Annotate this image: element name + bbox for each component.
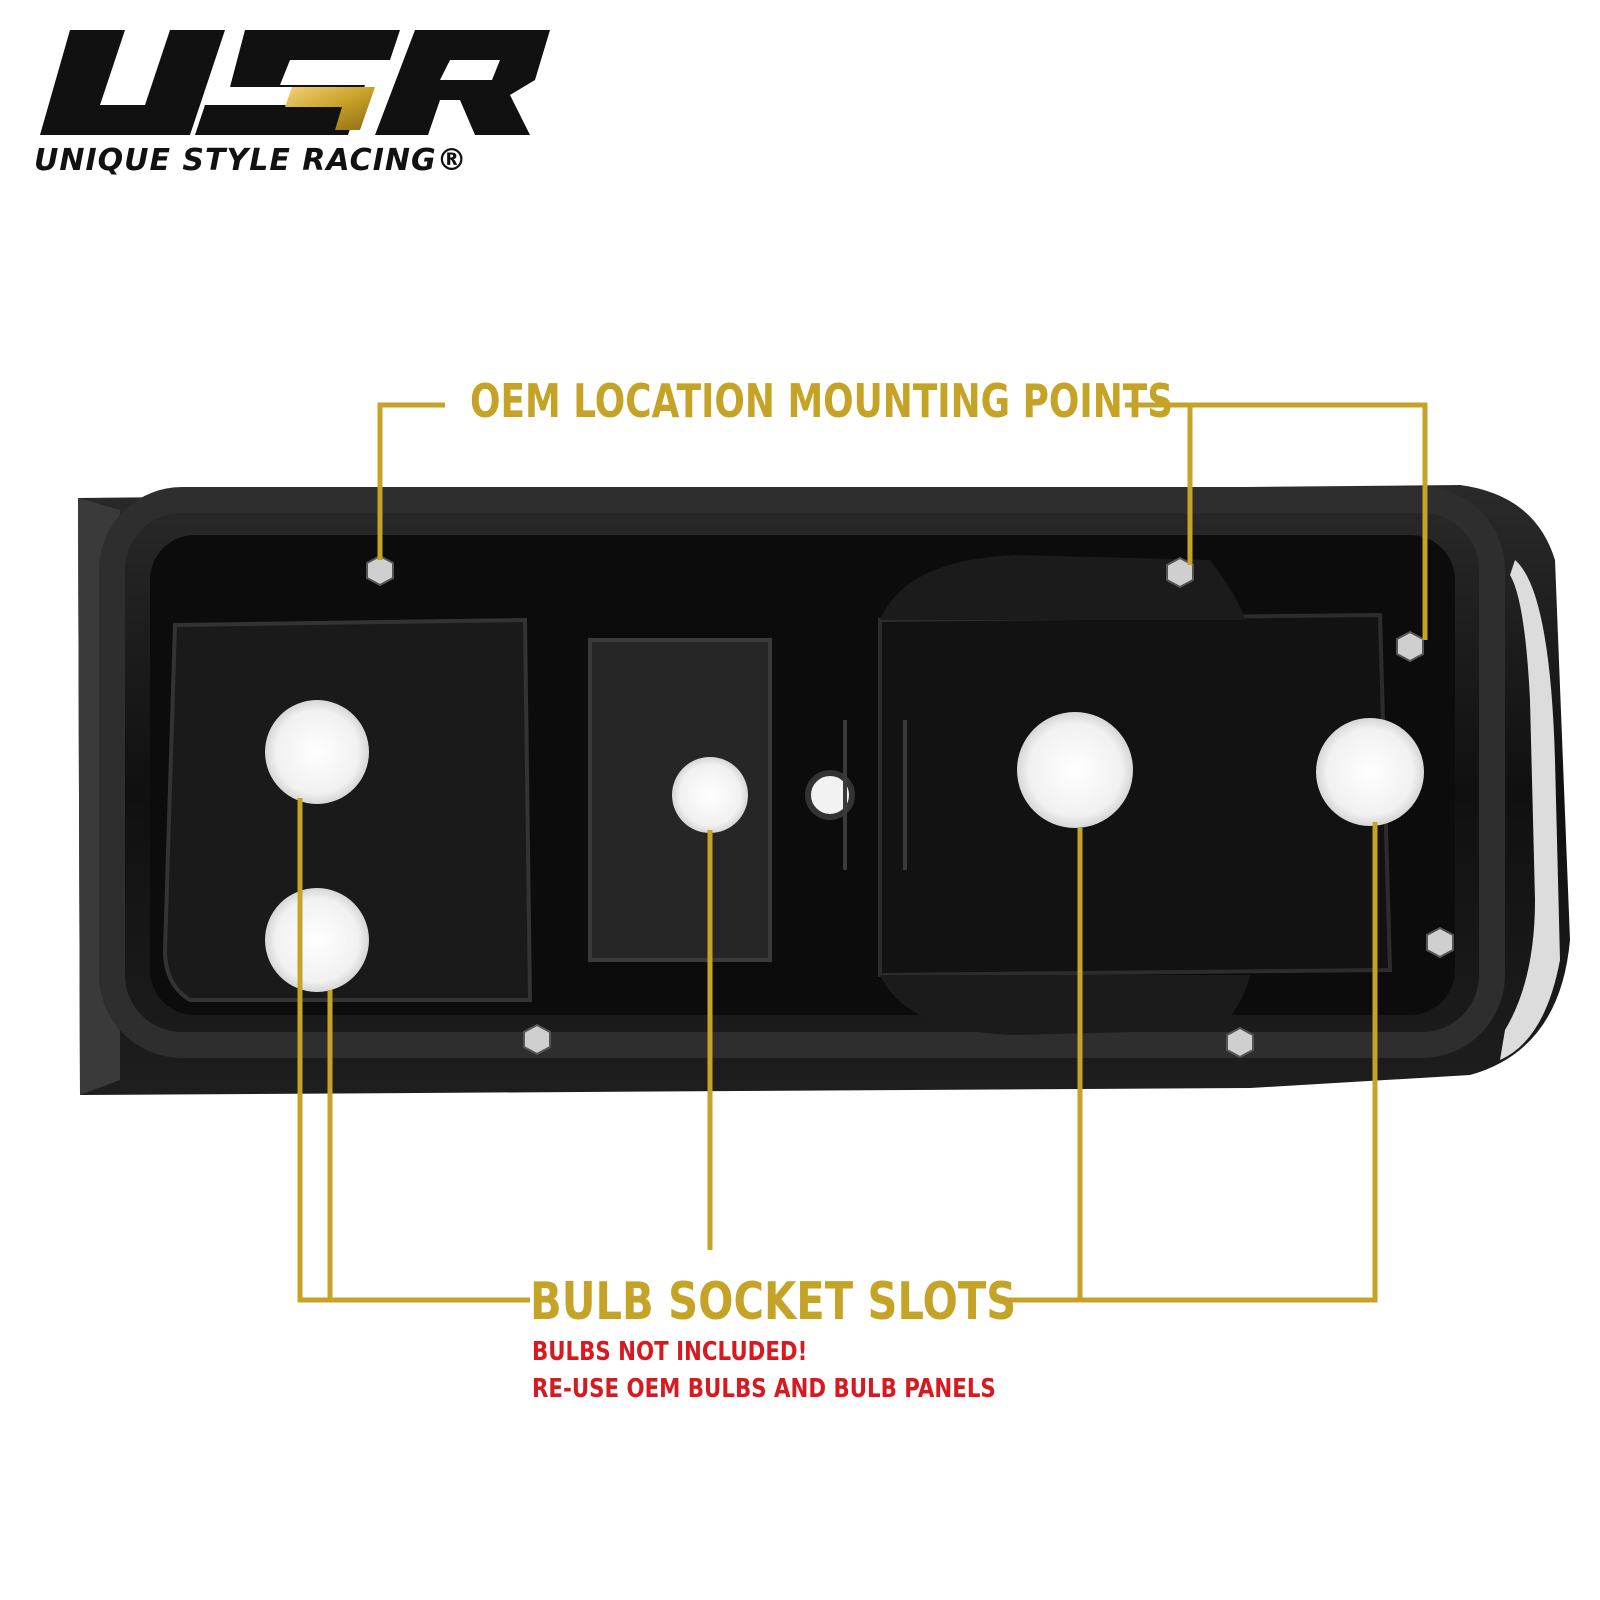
bulb-socket-5	[1316, 718, 1424, 826]
rubber-gasket	[99, 487, 1505, 1058]
bulb-socket-3	[672, 757, 748, 833]
socket-callout-lines	[297, 798, 1378, 1303]
bulbs-not-included-note: BULBS NOT INCLUDED!	[532, 1337, 808, 1367]
usr-logo-mark	[40, 30, 550, 135]
brand-name: UNIQUE STYLE RACING®	[34, 143, 468, 178]
mounting-points-title: OEM LOCATION MOUNTING POINTS	[470, 374, 1174, 428]
mounting-callout-lines	[377, 402, 1428, 640]
bulb-socket-4	[1017, 712, 1133, 828]
mounting-stud-1	[366, 554, 394, 587]
bulb-socket-title: BULB SOCKET SLOTS	[530, 1272, 1017, 1332]
reuse-oem-bulbs-note: RE-USE OEM BULBS AND BULB PANELS	[532, 1374, 996, 1404]
mounting-stud-6	[523, 1023, 551, 1056]
mounting-stud-4	[1426, 926, 1454, 959]
bulb-socket-1	[265, 700, 369, 804]
usr-logo	[30, 25, 560, 195]
mounting-stud-3	[1396, 630, 1424, 663]
mounting-stud-2	[1166, 556, 1194, 589]
mounting-stud-5	[1226, 1026, 1254, 1059]
bulb-socket-2	[265, 888, 369, 992]
